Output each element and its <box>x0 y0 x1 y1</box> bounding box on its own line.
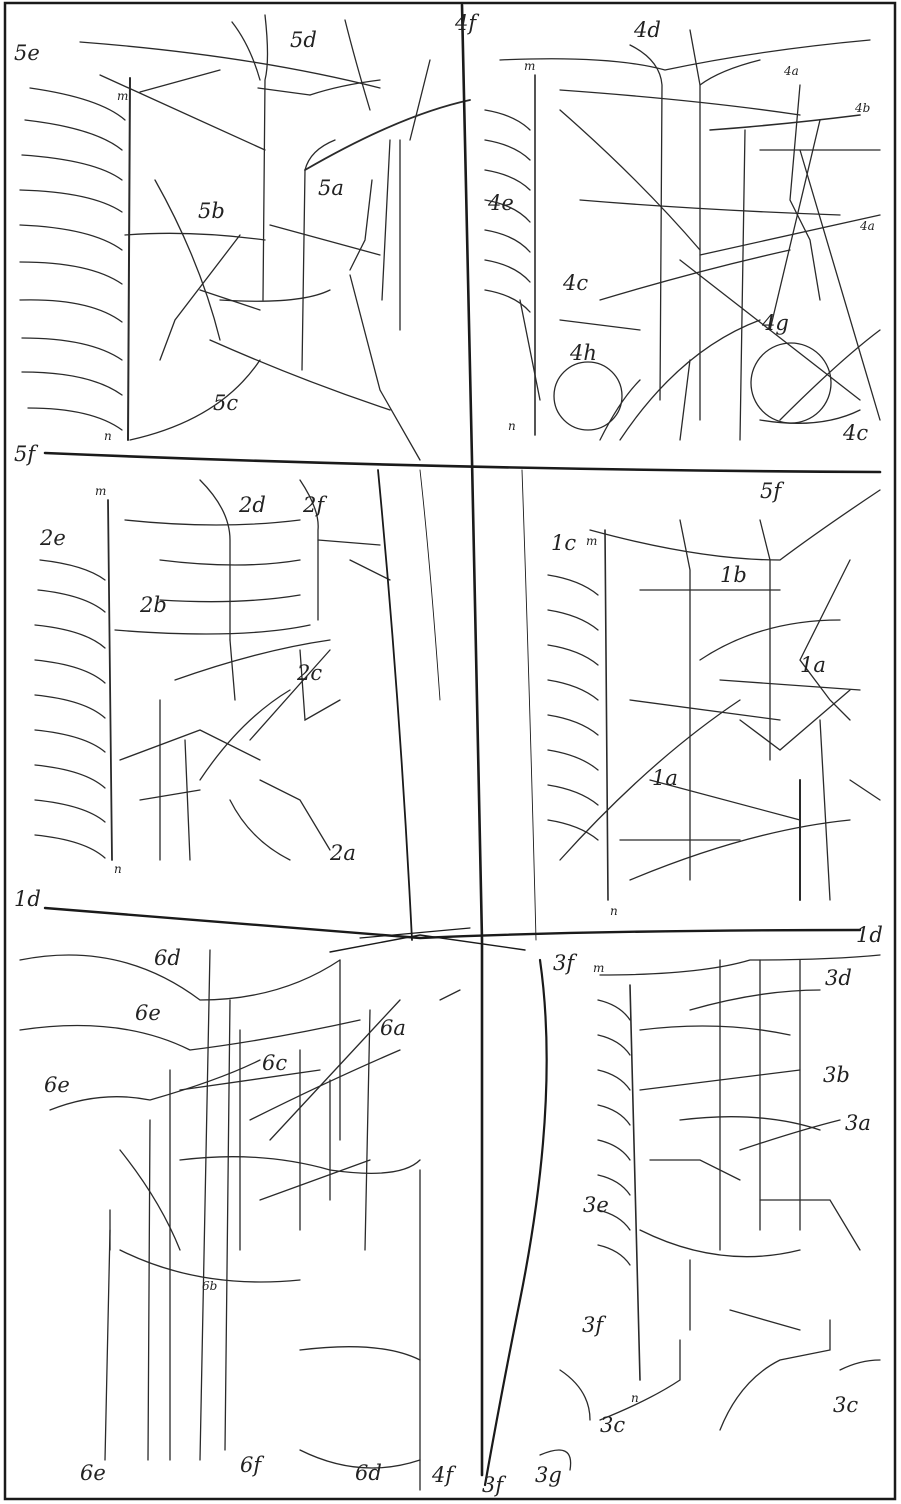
label-4c-bottom: 4c <box>842 421 868 445</box>
label-3c: 3c <box>600 1413 625 1437</box>
label-6a: 6a <box>380 1016 406 1040</box>
panel-5-drawing <box>20 15 470 460</box>
label-3d: 3d <box>825 966 852 990</box>
label-5c: 5c <box>213 391 238 415</box>
label-6b: 6b <box>202 1279 217 1293</box>
label-1a: 1a <box>800 653 826 677</box>
label-2a: 2a <box>329 841 356 865</box>
label-6f: 6f <box>240 1453 264 1477</box>
label-2b: 2b <box>139 593 167 617</box>
label-4-n: n <box>508 419 516 433</box>
label-1d-left: 1d <box>14 887 41 911</box>
label-5-m: m <box>117 89 128 103</box>
label-4h: 4h <box>569 341 597 365</box>
label-5a: 5a <box>318 176 344 200</box>
label-4a: 4a <box>783 64 799 78</box>
panel-4-drawing <box>485 30 880 440</box>
panel-2-drawing <box>35 480 390 860</box>
label-6e: 6e <box>135 1001 161 1025</box>
label-6e-mid: 6e <box>44 1073 70 1097</box>
label-6d-bottom: 6d <box>355 1461 382 1485</box>
label-3f-bottom: 3f <box>482 1473 506 1497</box>
label-2c: 2c <box>296 661 322 685</box>
plate-border <box>5 3 895 1499</box>
label-5d: 5d <box>290 28 317 52</box>
label-4c: 4c <box>562 271 588 295</box>
label-3a: 3a <box>845 1111 871 1135</box>
label-5e: 5e <box>14 41 40 65</box>
label-4f-bottom: 4f <box>431 1463 456 1487</box>
label-3-n: n <box>631 1391 639 1405</box>
label-4b: 4b <box>854 101 870 115</box>
label-6d: 6d <box>154 946 181 970</box>
central-stems <box>378 5 547 1485</box>
label-1b: 1b <box>720 563 747 587</box>
label-1-n: n <box>610 904 618 918</box>
label-2-m: m <box>95 484 106 498</box>
label-5b: 5b <box>198 199 225 223</box>
label-1c: 1c <box>551 531 576 555</box>
label-3b: 3b <box>823 1063 850 1087</box>
label-2-n: n <box>114 862 122 876</box>
label-3-m: m <box>593 961 604 975</box>
label-6e-bottom: 6e <box>80 1461 106 1485</box>
label-5-n: n <box>104 429 112 443</box>
label-1-m: m <box>586 534 597 548</box>
label-6c: 6c <box>262 1051 287 1075</box>
label-4f-top: 4f <box>454 11 479 35</box>
divider-lines <box>45 453 880 952</box>
label-3g: 3g <box>535 1463 562 1487</box>
label-1a-lower: 1a <box>652 766 678 790</box>
label-2d: 2d <box>238 493 266 517</box>
label-3f-mid: 3f <box>582 1313 606 1337</box>
label-3e: 3e <box>583 1193 609 1217</box>
label-4d: 4d <box>633 18 661 42</box>
label-1d-right: 1d <box>856 923 883 947</box>
label-4a-right: 4a <box>859 219 875 233</box>
label-3c-right: 3c <box>833 1393 858 1417</box>
label-5f-left: 5f <box>14 442 38 466</box>
label-4-m: m <box>524 59 535 73</box>
label-2f: 2f <box>302 493 327 517</box>
label-3f-top: 3f <box>553 951 577 975</box>
label-4g: 4g <box>761 311 789 335</box>
panel-1-drawing <box>548 490 880 900</box>
label-2e: 2e <box>39 526 66 550</box>
label-4e: 4e <box>487 191 514 215</box>
label-5f-right: 5f <box>760 479 784 503</box>
